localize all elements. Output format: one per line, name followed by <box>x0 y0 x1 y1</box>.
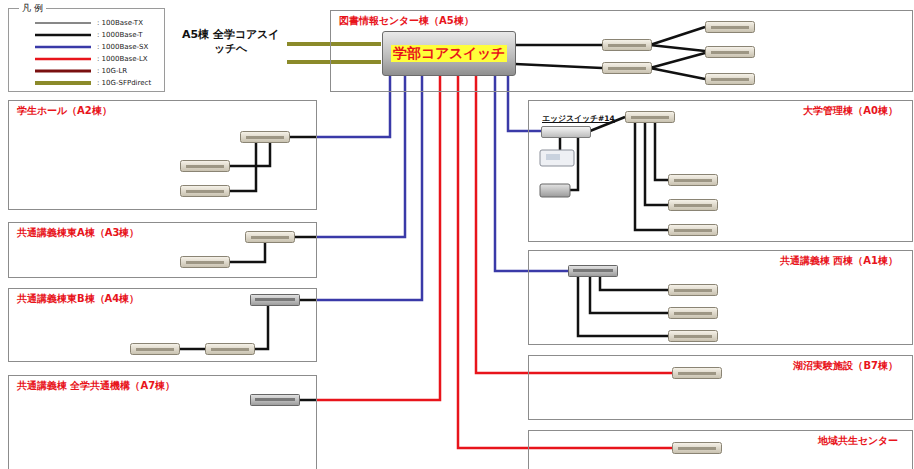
building-title: 地域共生センター <box>818 435 898 447</box>
switch-label: エッジスイッチ#14 <box>542 114 615 123</box>
building-area: 学生ホール（A2棟） <box>8 100 317 210</box>
switch-icons <box>131 22 755 454</box>
building-title: 共通講義棟 西棟（A1棟） <box>780 255 898 267</box>
building-title: 湖沼実験施設（B7棟） <box>793 360 898 372</box>
fiber-link <box>508 76 541 131</box>
building-title: 大学管理棟（A0棟） <box>803 105 898 117</box>
legend-sample <box>35 42 91 52</box>
building-title: 学生ホール（A2棟） <box>17 105 112 117</box>
fiber-tails <box>528 271 672 448</box>
legend-title: 凡 例 <box>19 2 46 14</box>
building-area: 共通講義棟 西棟（A1棟） <box>528 250 913 345</box>
legend-sample <box>35 18 91 28</box>
building-area: 共通講義棟東B棟（A4棟） <box>8 288 317 362</box>
building-area: 共通講義棟 全学共通機構（A7棟） <box>8 375 317 469</box>
fiber-link <box>317 76 390 137</box>
legend-text: : 1000Base-SX <box>97 42 148 52</box>
legend-row: : 1000Base-SX <box>9 42 164 52</box>
building-area: 大学管理棟（A0棟） エッジスイッチ#14 <box>528 100 913 242</box>
legend-sample <box>35 30 91 40</box>
fiber-link <box>317 76 422 300</box>
fiber-link <box>317 76 440 400</box>
building-area: 図書情報センター棟（A5棟） 学部コアスイッチ <box>330 10 913 92</box>
building-area: 湖沼実験施設（B7棟） <box>528 355 913 420</box>
building-area: 地域共生センター <box>528 430 913 469</box>
legend-text: : 10G-SFPdirect <box>97 78 151 88</box>
legend-row: : 100Base-TX <box>9 18 164 28</box>
legend-text: : 1000Base-T <box>97 30 143 40</box>
core-switch: 学部コアスイッチ <box>382 31 516 76</box>
legend-text: : 100Base-TX <box>97 18 143 28</box>
legend-sample <box>35 54 91 64</box>
legend-text: : 10G-LR <box>97 66 127 76</box>
building-title: 図書情報センター棟（A5棟） <box>339 15 474 27</box>
legend-sample <box>35 78 91 88</box>
fiber-link <box>317 76 405 237</box>
uplink-note: A5棟 全学コアスイッチへ <box>178 28 283 57</box>
legend-row: : 1000Base-LX <box>9 54 164 64</box>
building-title: 共通講義棟東A棟（A3棟） <box>17 227 139 239</box>
legend-row: : 10G-LR <box>9 66 164 76</box>
legend-box: 凡 例: 100Base-TX: 1000Base-T: 1000Base-SX… <box>8 8 165 92</box>
fiber-link <box>476 76 528 373</box>
switch-name: 学部コアスイッチ <box>391 45 507 63</box>
building-title: 共通講義棟 全学共通機構（A7棟） <box>17 380 175 392</box>
terminal-devices <box>540 150 574 197</box>
building-title: 共通講義棟東B棟（A4棟） <box>17 293 139 305</box>
fiber-link <box>495 76 528 271</box>
legend-text: : 1000Base-LX <box>97 54 148 64</box>
uplink-lines <box>287 44 381 62</box>
legend-sample <box>35 66 91 76</box>
building-area: 共通講義棟東A棟（A3棟） <box>8 222 317 278</box>
edge-switch: エッジスイッチ#14 <box>541 126 591 138</box>
legend-row: : 10G-SFPdirect <box>9 78 164 88</box>
legend-row: : 1000Base-T <box>9 30 164 40</box>
